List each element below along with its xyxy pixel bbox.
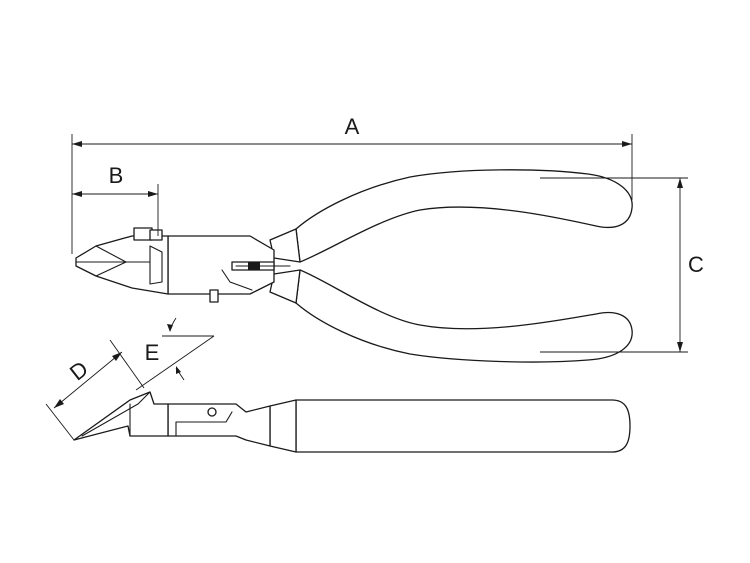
dimension-label-c: C [688, 252, 704, 277]
pliers-bottom-view [73, 391, 631, 453]
pivot-hole [207, 407, 217, 417]
joint-plan [167, 403, 271, 447]
arrowhead-e-lower [176, 366, 181, 374]
dimension-label-a: A [345, 114, 360, 139]
arrowhead-a-left [72, 141, 82, 147]
upper-handle [295, 169, 633, 263]
dimension-b: B [72, 163, 159, 236]
dimension-e: E [135, 317, 215, 391]
joint-plan-step [175, 411, 233, 423]
dimension-a: A [71, 114, 633, 254]
joint-cam-line [221, 269, 253, 291]
handle-plan [295, 399, 631, 453]
arrowhead-d-upper [112, 352, 122, 361]
lower-handle [295, 269, 633, 363]
stopper-pin [209, 289, 219, 303]
extension-line-d-tip [45, 403, 75, 441]
pliers-top-view [75, 169, 633, 363]
extension-line-e [135, 335, 215, 391]
adjust-screw-cap [149, 229, 163, 241]
lower-grip-band [269, 269, 301, 304]
dimension-c: C [540, 177, 704, 353]
arrowhead-a-right [622, 141, 632, 147]
arrowhead-c-bottom [677, 342, 683, 352]
arrowhead-e-upper [167, 324, 173, 332]
jaw-bevel-lower [95, 261, 127, 277]
jaw-head [75, 235, 169, 295]
jaw-head-plate [149, 245, 163, 285]
adjust-screw-head [133, 227, 153, 241]
arrowhead-c-top [677, 178, 683, 188]
blade-plan [73, 391, 169, 441]
dimension-line-d [53, 351, 123, 409]
arrowhead-b-left [72, 191, 82, 197]
arrowhead-d-lower [54, 399, 64, 408]
dimension-label-b: B [109, 163, 124, 188]
arrowhead-b-right [148, 191, 158, 197]
extension-line-d-base [109, 339, 145, 389]
blade-plan-edge [81, 391, 151, 437]
jaw-bevel-upper [95, 245, 127, 263]
neck-band-plan [269, 399, 297, 453]
dimension-label-e: E [145, 340, 160, 365]
dimension-label-d: D [65, 356, 93, 385]
